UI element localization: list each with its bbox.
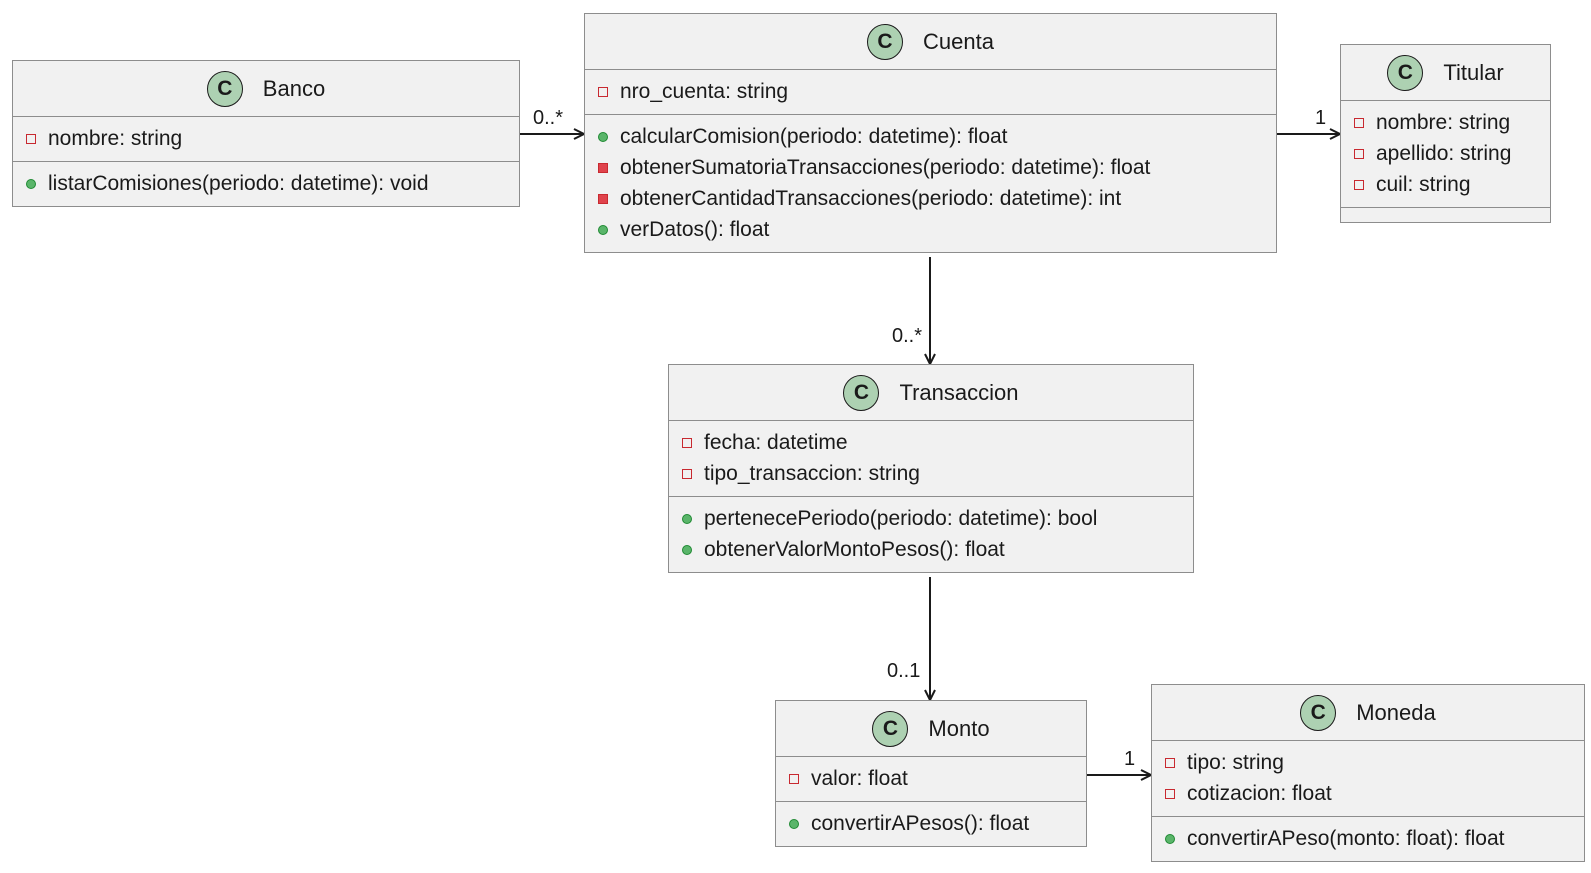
method-row: verDatos(): float xyxy=(585,214,1276,245)
attribute-row: nombre: string xyxy=(13,123,519,154)
attribute-text: tipo_transaccion: string xyxy=(704,461,920,485)
method-text: obtenerSumatoriaTransacciones(periodo: d… xyxy=(620,155,1151,179)
method-row: obtenerSumatoriaTransacciones(periodo: d… xyxy=(585,152,1276,183)
method-text: listarComisiones(periodo: datetime): voi… xyxy=(48,171,429,195)
private-field-icon xyxy=(1354,179,1364,190)
attribute-text: nombre: string xyxy=(48,126,183,150)
class-header: C Monto xyxy=(776,701,1086,757)
private-method-icon xyxy=(598,193,608,204)
method-text: obtenerValorMontoPesos(): float xyxy=(704,537,1005,561)
private-field-icon xyxy=(682,468,692,479)
multiplicity-transaccion-monto: 0..1 xyxy=(887,660,921,682)
class-stereotype-icon: C xyxy=(1387,54,1424,91)
methods-section: listarComisiones(periodo: datetime): voi… xyxy=(13,161,519,206)
method-row: listarComisiones(periodo: datetime): voi… xyxy=(13,168,519,199)
multiplicity-monto-moneda: 1 xyxy=(1124,748,1136,770)
class-name: Transaccion xyxy=(899,379,1019,405)
private-field-icon xyxy=(598,86,608,97)
class-header: C Moneda xyxy=(1152,685,1584,741)
private-method-icon xyxy=(598,162,608,173)
class-name: Banco xyxy=(262,75,326,101)
attributes-section: nombre: string xyxy=(13,117,519,161)
class-name: Cuenta xyxy=(923,28,994,54)
attribute-text: cotizacion: float xyxy=(1187,781,1332,805)
private-field-icon xyxy=(1354,148,1364,159)
class-name: Titular xyxy=(1443,59,1504,85)
attributes-section: nombre: string apellido: string cuil: st… xyxy=(1341,101,1550,207)
methods-section: convertirAPeso(monto: float): float xyxy=(1152,816,1584,861)
class-banco[interactable]: C Banco nombre: string listarComisiones(… xyxy=(12,60,520,207)
methods-section xyxy=(1341,207,1550,222)
class-titular[interactable]: C Titular nombre: string apellido: strin… xyxy=(1340,44,1551,223)
attributes-section: tipo: string cotizacion: float xyxy=(1152,741,1584,816)
attribute-text: valor: float xyxy=(811,766,908,790)
methods-section: calcularComision(periodo: datetime): flo… xyxy=(585,114,1276,252)
attribute-row: fecha: datetime xyxy=(669,427,1193,458)
private-field-icon xyxy=(682,437,692,448)
method-text: calcularComision(periodo: datetime): flo… xyxy=(620,124,1008,148)
private-field-icon xyxy=(26,133,36,144)
attribute-row: cuil: string xyxy=(1341,169,1550,200)
method-row: pertenecePeriodo(periodo: datetime): boo… xyxy=(669,503,1193,534)
class-stereotype-icon: C xyxy=(867,23,904,60)
class-name: Monto xyxy=(928,715,990,741)
methods-section: convertirAPesos(): float xyxy=(776,801,1086,846)
method-row: convertirAPesos(): float xyxy=(776,808,1086,839)
attributes-section: valor: float xyxy=(776,757,1086,801)
public-method-icon xyxy=(789,818,799,829)
class-moneda[interactable]: C Moneda tipo: string cotizacion: float … xyxy=(1151,684,1585,862)
attribute-row: valor: float xyxy=(776,763,1086,794)
multiplicity-cuenta-titular: 1 xyxy=(1315,107,1327,129)
class-stereotype-icon: C xyxy=(843,374,880,411)
class-header: C Banco xyxy=(13,61,519,117)
private-field-icon xyxy=(789,773,799,784)
attribute-row: tipo: string xyxy=(1152,747,1584,778)
class-stereotype-icon: C xyxy=(872,710,909,747)
private-field-icon xyxy=(1165,788,1175,799)
attribute-text: tipo: string xyxy=(1187,750,1284,774)
class-header: C Cuenta xyxy=(585,14,1276,70)
attributes-section: fecha: datetime tipo_transaccion: string xyxy=(669,421,1193,496)
multiplicity-banco-cuenta: 0..* xyxy=(533,107,564,129)
attribute-text: apellido: string xyxy=(1376,141,1512,165)
method-text: convertirAPeso(monto: float): float xyxy=(1187,826,1505,850)
public-method-icon xyxy=(26,178,36,189)
attributes-section: nro_cuenta: string xyxy=(585,70,1276,114)
attribute-text: nro_cuenta: string xyxy=(620,79,789,103)
private-field-icon xyxy=(1354,117,1364,128)
class-transaccion[interactable]: C Transaccion fecha: datetime tipo_trans… xyxy=(668,364,1194,573)
public-method-icon xyxy=(682,513,692,524)
method-row: convertirAPeso(monto: float): float xyxy=(1152,823,1584,854)
method-row: calcularComision(periodo: datetime): flo… xyxy=(585,121,1276,152)
method-text: pertenecePeriodo(periodo: datetime): boo… xyxy=(704,506,1098,530)
public-method-icon xyxy=(598,224,608,235)
public-method-icon xyxy=(682,544,692,555)
public-method-icon xyxy=(1165,833,1175,844)
attribute-text: nombre: string xyxy=(1376,110,1511,134)
attribute-row: nombre: string xyxy=(1341,107,1550,138)
class-stereotype-icon: C xyxy=(1300,694,1337,731)
class-header: C Titular xyxy=(1341,45,1550,101)
class-header: C Transaccion xyxy=(669,365,1193,421)
attribute-text: fecha: datetime xyxy=(704,430,848,454)
public-method-icon xyxy=(598,131,608,142)
attribute-row: cotizacion: float xyxy=(1152,778,1584,809)
class-cuenta[interactable]: C Cuenta nro_cuenta: string calcularComi… xyxy=(584,13,1277,253)
class-name: Moneda xyxy=(1356,699,1436,725)
attribute-row: nro_cuenta: string xyxy=(585,76,1276,107)
method-text: convertirAPesos(): float xyxy=(811,811,1030,835)
private-field-icon xyxy=(1165,757,1175,768)
attribute-row: tipo_transaccion: string xyxy=(669,458,1193,489)
method-row: obtenerCantidadTransacciones(periodo: da… xyxy=(585,183,1276,214)
method-text: verDatos(): float xyxy=(620,217,770,241)
method-row: obtenerValorMontoPesos(): float xyxy=(669,534,1193,565)
attribute-row: apellido: string xyxy=(1341,138,1550,169)
attribute-text: cuil: string xyxy=(1376,172,1471,196)
methods-section: pertenecePeriodo(periodo: datetime): boo… xyxy=(669,496,1193,572)
class-monto[interactable]: C Monto valor: float convertirAPesos(): … xyxy=(775,700,1087,847)
multiplicity-cuenta-transaccion: 0..* xyxy=(892,325,923,347)
method-text: obtenerCantidadTransacciones(periodo: da… xyxy=(620,186,1122,210)
class-stereotype-icon: C xyxy=(206,70,243,107)
